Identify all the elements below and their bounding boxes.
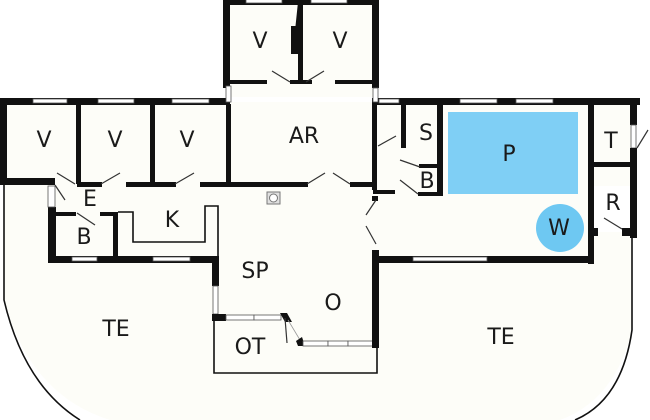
room-label-r: R (605, 191, 620, 216)
terrace-left-edge (3, 185, 81, 420)
whirlpool (536, 204, 584, 252)
room-label-sp: SP (241, 259, 268, 284)
room-label-te-left: TE (101, 317, 129, 342)
room-label-s: S (419, 121, 433, 146)
room-label-t: T (603, 129, 618, 154)
pool (448, 112, 578, 194)
room-label-o: O (324, 291, 341, 316)
room-label-p: P (502, 142, 515, 167)
room-label-ot: OT (235, 335, 266, 360)
room-label-w: W (548, 216, 570, 241)
room-label-v-left-2: V (107, 128, 122, 153)
terrace-right-edge (574, 235, 633, 420)
room-label-v-left-1: V (36, 128, 51, 153)
room-label-v-left-3: V (179, 128, 194, 153)
room-label-k: K (165, 208, 180, 233)
room-label-e: E (83, 187, 97, 212)
room-label-te-right: TE (486, 325, 514, 350)
room-label-b-left: B (76, 225, 91, 250)
room-label-v-top-left: V (252, 29, 267, 54)
room-label-v-top-right: V (332, 29, 347, 54)
room-label-ar: AR (289, 124, 319, 149)
room-label-b-right: B (419, 169, 434, 194)
terrace-right-outline (380, 232, 632, 420)
